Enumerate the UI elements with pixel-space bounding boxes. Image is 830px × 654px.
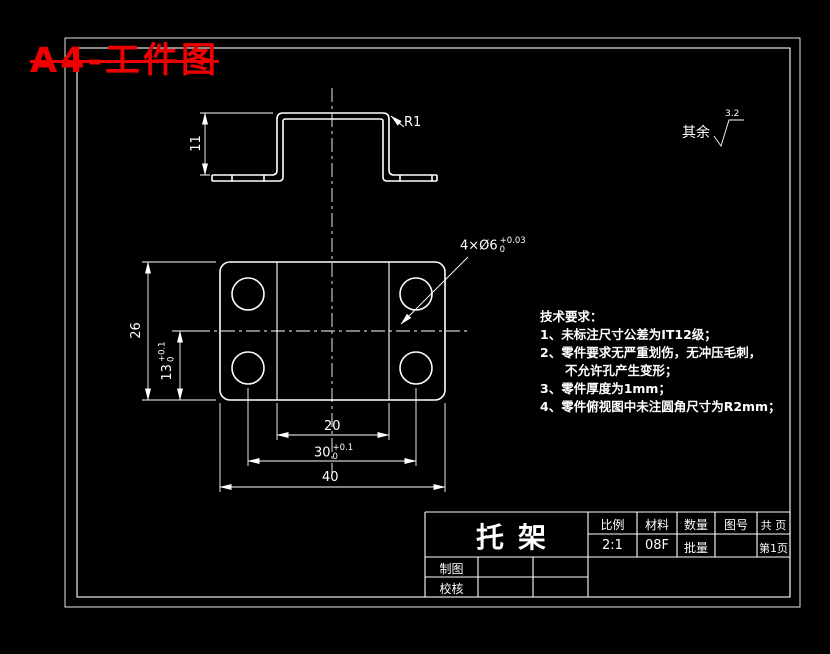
sheet-title: A4-工件图	[30, 41, 219, 81]
radius-label-r1: R1	[404, 115, 422, 130]
roughness-symbol	[713, 119, 744, 148]
col-drawing-no: 图号	[723, 518, 748, 532]
title-block-grid	[424, 511, 791, 598]
dim-20: 20	[324, 419, 341, 434]
tech-req-line: 1、未标注尺寸公差为IT12级；	[540, 327, 717, 342]
dim-height-11: 11	[188, 135, 204, 152]
height-extension-lines	[200, 112, 273, 176]
r1-leader	[390, 115, 405, 128]
tech-req-line: 4、零件俯视图中未注圆角尺寸为R2mm；	[540, 399, 781, 414]
row-checker: 校核	[439, 582, 464, 596]
col-scale: 比例	[600, 518, 625, 532]
col-quantity: 数量	[683, 518, 708, 532]
plan-view	[142, 256, 470, 492]
surface-roughness-value: 3.2	[725, 109, 740, 119]
row-drafter: 制图	[439, 562, 464, 576]
val-quantity: 批量	[683, 541, 708, 555]
tech-req-line: 3、零件厚度为1mm；	[540, 381, 671, 396]
hole-callout-leader	[400, 256, 469, 325]
val-material: 08F	[644, 538, 670, 553]
col-material: 材料	[644, 518, 669, 532]
tech-req-title: 技术要求：	[540, 309, 603, 324]
col-pages: 共 页	[760, 519, 787, 532]
dim-26: 26	[128, 322, 144, 339]
tech-req-line: 2、零件要求无严重划伤，无冲压毛刺，	[540, 345, 762, 360]
side-view	[200, 112, 438, 182]
part-name: 托架	[475, 521, 560, 554]
technical-requirements: 技术要求： 1、未标注尺寸公差为IT12级； 2、零件要求无严重划伤，无冲压毛刺…	[540, 308, 781, 416]
flange-hole-edges	[231, 175, 433, 181]
bottom-extension-lines	[219, 388, 446, 492]
val-pages: 第1页	[759, 542, 788, 555]
tech-req-line: 不允许孔产生变形；	[565, 363, 678, 378]
val-scale: 2:1	[602, 538, 623, 553]
surface-note-label: 其余	[682, 125, 710, 141]
dim-40: 40	[322, 470, 339, 485]
